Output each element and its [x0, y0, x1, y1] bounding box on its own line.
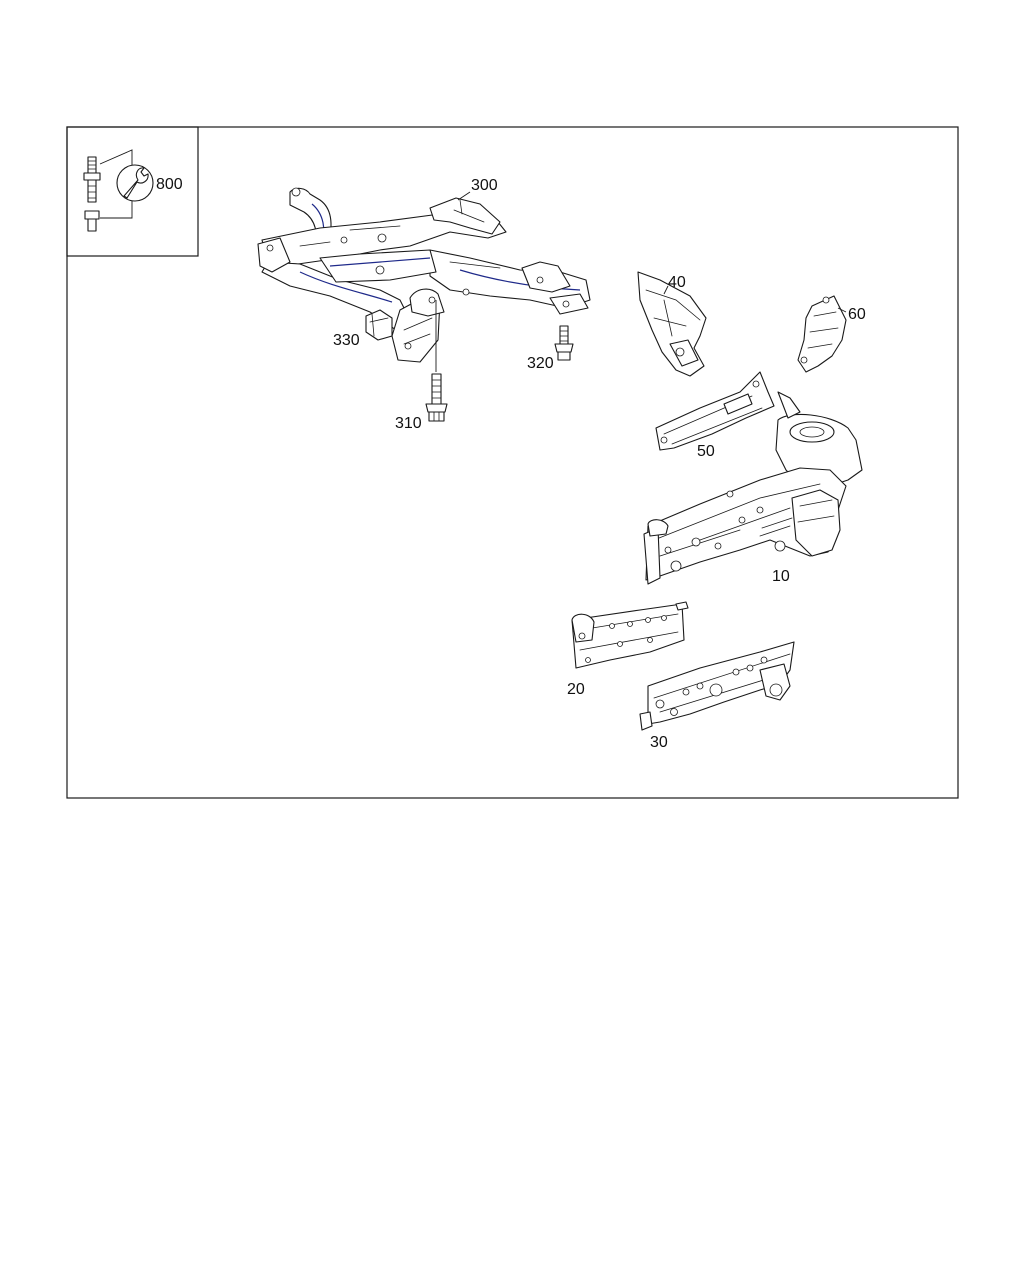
part-60-plate	[797, 295, 847, 373]
part-30-rail	[639, 641, 795, 731]
callout-50: 50	[697, 443, 715, 460]
callout-300: 300	[471, 177, 498, 194]
part-320-bolt	[554, 325, 574, 361]
leader-60	[837, 307, 847, 313]
diagram-frame	[66, 126, 959, 799]
part-20-plate	[571, 601, 689, 669]
legend-box: 800	[66, 126, 199, 257]
callout-40: 40	[668, 274, 686, 291]
callout-310: 310	[395, 415, 422, 432]
callout-330: 330	[333, 332, 360, 349]
part-50-rail	[655, 371, 775, 451]
part-300-subframe	[257, 187, 591, 363]
part-330-mount	[365, 309, 393, 341]
callout-800: 800	[156, 176, 183, 193]
callout-60: 60	[848, 306, 866, 323]
part-10-side-member	[643, 391, 863, 585]
callout-320: 320	[527, 355, 554, 372]
wrench-icon	[116, 164, 154, 202]
part-40-bracket	[637, 271, 707, 377]
legend-bolt-icon	[83, 156, 101, 203]
legend-frame	[66, 126, 199, 257]
leader-40	[663, 285, 669, 295]
callout-10: 10	[772, 568, 790, 585]
leader-300	[457, 191, 471, 201]
legend-nut-icon	[84, 210, 100, 232]
part-310-bolt	[425, 300, 448, 422]
callout-20: 20	[567, 681, 585, 698]
callout-30: 30	[650, 734, 668, 751]
